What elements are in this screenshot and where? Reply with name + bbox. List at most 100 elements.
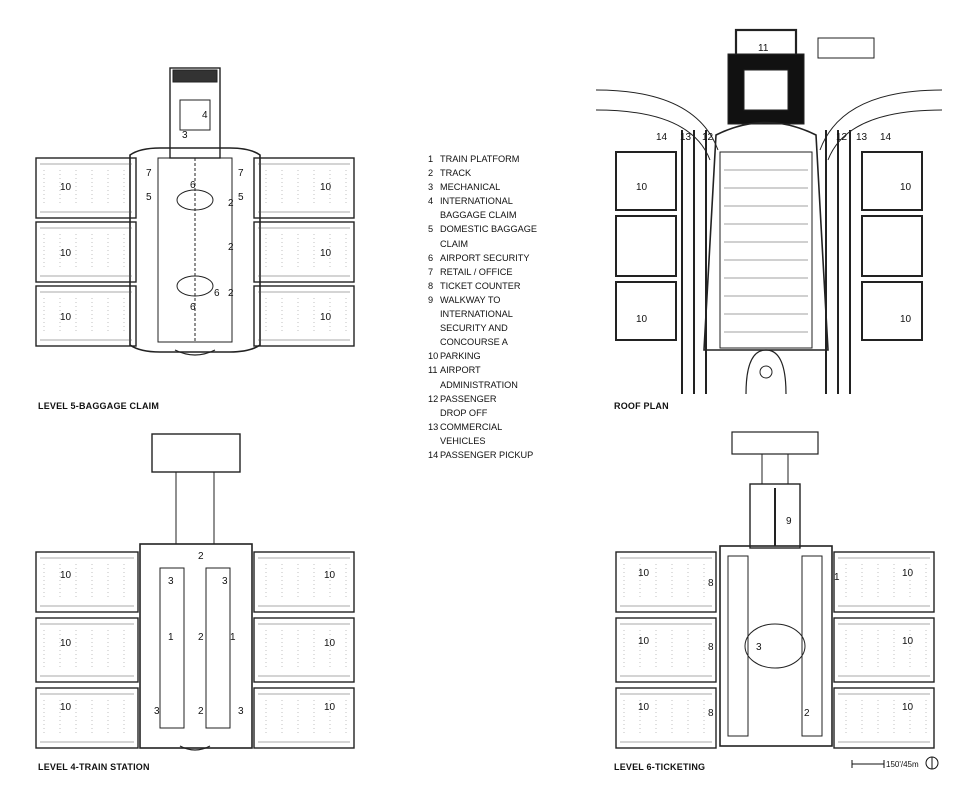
- level5-label-parking: 10: [320, 182, 332, 193]
- legend-item: 7 RETAIL / OFFICE: [428, 265, 578, 279]
- scale-bar-label: 150'/45m: [886, 760, 919, 769]
- legend-item: 5 DOMESTIC BAGGAGE CLAIM: [428, 222, 578, 250]
- level4-label-mechanical: 3: [154, 706, 160, 717]
- legend-number: 3: [428, 182, 434, 193]
- legend-label: TRACK: [440, 168, 472, 179]
- legend-item: 8 TICKET COUNTER: [428, 279, 578, 293]
- level5-label-domestic-baggage: 5: [238, 192, 244, 203]
- legend-label: AIRPORT ADMINISTRATION: [440, 365, 518, 390]
- level4-label-mechanical: 3: [238, 706, 244, 717]
- level5-label-security: 6: [214, 288, 220, 299]
- level5-label-intl-baggage: 4: [202, 110, 208, 121]
- level6-label-platform: 1: [834, 572, 840, 583]
- legend-label: RETAIL / OFFICE: [440, 266, 513, 277]
- legend-number: 5: [428, 224, 434, 235]
- roof-label-dropoff: 12: [836, 132, 848, 143]
- level5-label-track: 2: [228, 288, 234, 299]
- legend-number: 4: [428, 196, 434, 207]
- legend-label: PASSENGER PICKUP: [440, 449, 534, 460]
- level6-label-parking: 10: [638, 636, 650, 647]
- roof-label-commercial: 13: [680, 132, 692, 143]
- legend-item: 4 INTERNATIONAL BAGGAGE CLAIM: [428, 194, 578, 222]
- legend-number: 13: [428, 421, 439, 432]
- level6-label-ticket-counter: 8: [708, 642, 714, 653]
- level6-label-parking: 10: [902, 702, 914, 713]
- level5-label-security: 6: [190, 302, 196, 313]
- legend-label: PARKING: [440, 351, 481, 362]
- level5-label-parking: 10: [60, 182, 72, 193]
- level4-train-station-plan: 10 10 10 10 10 10 2 3 3 3 3 1 1 2 2: [35, 433, 355, 751]
- legend-label: DOMESTIC BAGGAGE CLAIM: [440, 224, 537, 249]
- roof-label-parking: 10: [636, 314, 648, 325]
- legend-label: WALKWAY TO INTERNATIONAL SECURITY AND CO…: [440, 294, 513, 348]
- level5-label-parking: 10: [60, 248, 72, 259]
- level5-label-track: 2: [228, 198, 234, 209]
- legend-number: 8: [428, 280, 434, 291]
- roof-label-pickup: 14: [880, 132, 892, 143]
- level4-caption: LEVEL 4-TRAIN STATION: [38, 762, 150, 772]
- legend-label: TICKET COUNTER: [440, 280, 521, 291]
- level6-label-parking: 10: [902, 636, 914, 647]
- level5-label-parking: 10: [60, 312, 72, 323]
- level6-caption: LEVEL 6-TICKETING: [614, 762, 706, 772]
- level4-label-track: 2: [198, 632, 204, 643]
- legend-item: 6 AIRPORT SECURITY: [428, 251, 578, 265]
- legend-number: 14: [428, 449, 439, 460]
- legend-number: 12: [428, 393, 439, 404]
- level4-label-platform: 1: [168, 632, 174, 643]
- legend-label: AIRPORT SECURITY: [440, 252, 530, 263]
- legend-number: 6: [428, 252, 434, 263]
- level4-label-parking: 10: [324, 570, 336, 581]
- level6-label-parking: 10: [638, 702, 650, 713]
- level6-label-ticket-counter: 8: [708, 578, 714, 589]
- legend-label: COMMERCIAL VEHICLES: [440, 421, 503, 446]
- level6-label-mechanical: 3: [756, 642, 762, 653]
- roof-label-pickup: 14: [656, 132, 668, 143]
- roof-label-admin: 11: [758, 43, 769, 54]
- roof-label-parking: 10: [636, 182, 648, 193]
- legend-item: 3 MECHANICAL: [428, 180, 578, 194]
- roof-plan: 11 14 13 12 12 13 14 10 10 10 10: [596, 28, 942, 394]
- level6-ticketing-plan: 9 10 10 10 10 10 10 8 8 8 3 2 1: [615, 431, 935, 749]
- legend-number: 10: [428, 351, 439, 362]
- legend-number: 9: [428, 294, 434, 305]
- legend-label: PASSENGER DROP OFF: [440, 393, 497, 418]
- level5-label-security: 6: [190, 180, 196, 191]
- level6-label-walkway: 9: [786, 516, 792, 527]
- level5-label-parking: 10: [320, 248, 332, 259]
- level5-caption: LEVEL 5-BAGGAGE CLAIM: [38, 401, 160, 411]
- level5-label-parking: 10: [320, 312, 332, 323]
- legend-number: 11: [428, 365, 438, 376]
- level4-label-parking: 10: [324, 638, 336, 649]
- level4-label-parking: 10: [60, 638, 72, 649]
- roof-label-parking: 10: [900, 182, 912, 193]
- level6-label-track: 2: [804, 708, 810, 719]
- legend-label: TRAIN PLATFORM: [440, 154, 520, 164]
- north-arrow-icon: [925, 756, 939, 770]
- legend-item: 9 WALKWAY TO INTERNATIONAL SECURITY AND C…: [428, 293, 578, 349]
- roof-label-dropoff: 12: [702, 132, 714, 143]
- level4-label-track: 2: [198, 551, 204, 562]
- level5-label-track: 2: [228, 242, 234, 253]
- legend-number: 1: [428, 154, 434, 164]
- level4-label-mechanical: 3: [168, 576, 174, 587]
- legend-item: 1 TRAIN PLATFORM: [428, 152, 578, 166]
- level5-label-retail: 7: [146, 168, 152, 179]
- legend-label: MECHANICAL: [440, 182, 501, 193]
- level6-label-parking: 10: [902, 568, 914, 579]
- roof-caption: ROOF PLAN: [614, 401, 669, 411]
- level4-label-mechanical: 3: [222, 576, 228, 587]
- level5-baggage-claim-plan: 10 10 10 10 10 10 4 3 5 5 6 6 6 2 2 2 7 …: [35, 67, 355, 356]
- level4-label-platform: 1: [230, 632, 236, 643]
- level5-label-retail: 7: [238, 168, 244, 179]
- legend-number: 7: [428, 266, 434, 277]
- legend-label: INTERNATIONAL BAGGAGE CLAIM: [440, 196, 517, 221]
- level5-label-domestic-baggage: 5: [146, 192, 152, 203]
